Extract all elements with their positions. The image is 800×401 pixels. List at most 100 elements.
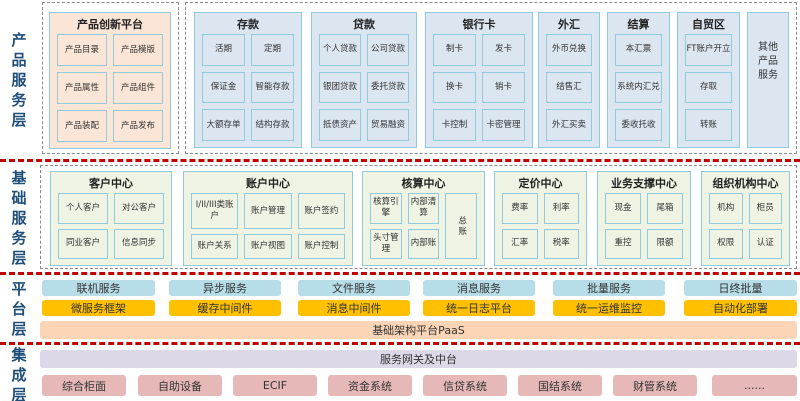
group-title: 产品创新平台 [77, 18, 143, 31]
integrated-system-bar: 信贷系统 [423, 375, 507, 396]
platform-service-bar: 消息服务 [423, 280, 535, 296]
item-box: 产品属性 [57, 72, 107, 104]
group-title: 账户中心 [246, 177, 290, 190]
paas-platform-bar: 基础架构平台PaaS [40, 321, 797, 339]
item-box: 公司贷款 [367, 34, 409, 66]
item-box: 本汇票 [615, 34, 662, 66]
item-box: 重控 [605, 228, 641, 259]
item-box: 个人客户 [58, 193, 108, 224]
item-box: 存取 [685, 71, 732, 104]
product-group: 结算本汇票系统内汇兑委收托收 [607, 12, 670, 148]
product-services-frame [185, 2, 797, 154]
item-box: 产品装配 [57, 110, 107, 142]
foundation-group: 定价中心费率利率汇率税率 [494, 171, 587, 266]
item-box: 信息同步 [114, 228, 164, 259]
item-box: 账户视图 [244, 234, 292, 259]
item-box: 保证金 [202, 71, 245, 104]
group-title: 核算中心 [401, 177, 446, 190]
platform-service-bar: 批量服务 [553, 280, 665, 296]
item-box: 账户控制 [297, 234, 345, 259]
integrated-system-bar: 自助设备 [138, 375, 222, 396]
product-group: 存款活期定期保证金智能存款大额存单结构存款 [194, 12, 302, 148]
group-items: 个人客户对公客户同业客户信息同步 [58, 193, 164, 259]
item-box: 产品发布 [113, 110, 163, 142]
item-box: 税率 [543, 228, 579, 259]
layer-separator [0, 159, 800, 162]
middleware-bar: 消息中间件 [298, 300, 410, 316]
integrated-system-bar: ECIF [233, 375, 317, 396]
product-innovation-platform: 产品创新平台产品目录产品模版产品属性产品组件产品装配产品发布 [49, 12, 171, 149]
layer-label-platform: 平台层 [11, 280, 27, 338]
item-box: 卡控制 [433, 109, 476, 141]
group-items: 个人贷款公司贷款银团贷款委托贷款抵债资产贸易融资 [319, 34, 409, 141]
item-box: 结构存款 [251, 109, 294, 141]
item-box: 同业客户 [58, 228, 108, 259]
item-box: 大额存单 [202, 109, 245, 141]
group-title: 结算 [627, 18, 650, 31]
layer-separator [0, 272, 800, 275]
item-box: 核算引擎 [370, 193, 402, 224]
middleware-bar: 统一日志平台 [423, 300, 535, 316]
item-box: 费率 [502, 193, 538, 224]
foundation-group: 核算中心核算引擎内部清算总账头寸管理内部账 [362, 171, 485, 266]
item-box: 总账 [445, 193, 477, 259]
group-title: 业务支撑中心 [611, 177, 677, 190]
group-items: 费率利率汇率税率 [502, 193, 579, 259]
group-title: 存款 [237, 18, 259, 31]
item-box: 卡密管理 [482, 109, 525, 141]
middleware-bar: 统一运维监控 [553, 300, 665, 316]
foundation-group: 组织机构中心机构柜员权限认证 [701, 171, 790, 266]
group-items: FT账户开立存取转账 [685, 34, 732, 141]
item-box: 产品目录 [57, 34, 107, 66]
item-box: 销卡 [482, 71, 525, 104]
item-box: 转账 [685, 109, 732, 141]
group-title: 贷款 [353, 18, 375, 31]
item-box: 个人贷款 [319, 34, 361, 66]
group-title: 银行卡 [462, 18, 496, 31]
item-box: 利率 [543, 193, 579, 224]
item-box: 智能存款 [251, 71, 294, 104]
group-title: 组织机构中心 [712, 177, 779, 190]
foundation-frame [40, 165, 797, 269]
product-innovation-frame [42, 2, 179, 154]
item-box: 委托贷款 [367, 71, 409, 104]
group-items: 产品目录产品模版产品属性产品组件产品装配产品发布 [57, 34, 163, 142]
product-group: 贷款个人贷款公司贷款银团贷款委托贷款抵债资产贸易融资 [311, 12, 417, 148]
item-box: I/II/III类账户 [191, 193, 239, 229]
item-box: 头寸管理 [370, 228, 402, 259]
item-box: 产品模版 [113, 34, 163, 66]
item-box: 活期 [202, 34, 245, 66]
middleware-bar: 自动化部署 [684, 300, 797, 316]
product-group: 银行卡制卡发卡换卡销卡卡控制卡密管理 [425, 12, 533, 148]
item-box: 换卡 [433, 71, 476, 104]
foundation-group: 业务支撑中心现金尾箱重控限额 [597, 171, 691, 266]
group-title: 自贸区 [692, 18, 725, 31]
platform-service-bar: 联机服务 [42, 280, 155, 296]
item-box: 账户关系 [191, 234, 239, 259]
group-title: 定价中心 [518, 177, 563, 190]
layer-label-product: 产品服务层 [11, 31, 27, 129]
platform-service-bar: 日终批量 [684, 280, 797, 296]
item-box: 机构 [709, 193, 743, 224]
layer-separator [0, 342, 800, 345]
item-box: 发卡 [482, 34, 525, 66]
item-box: 结售汇 [546, 71, 592, 104]
item-box: 内部清算 [407, 193, 440, 224]
item-box: 制卡 [433, 34, 476, 66]
group-items: 核算引擎内部清算总账头寸管理内部账 [370, 193, 477, 259]
middleware-bar: 缓存中间件 [169, 300, 281, 316]
item-box: 委收托收 [615, 109, 662, 141]
group-items: 外币兑换结售汇外汇买卖 [546, 34, 592, 141]
middleware-bar: 微服务框架 [42, 300, 155, 316]
item-box: 认证 [748, 228, 782, 259]
integrated-system-bar: 国结系统 [518, 375, 602, 396]
product-group: 外汇外币兑换结售汇外汇买卖 [538, 12, 600, 148]
item-box: 内部账 [407, 228, 440, 259]
item-box: 账户签约 [297, 193, 345, 229]
group-items: 机构柜员权限认证 [709, 193, 782, 259]
group-items: 活期定期保证金智能存款大额存单结构存款 [202, 34, 294, 141]
item-box: 外币兑换 [546, 34, 592, 66]
